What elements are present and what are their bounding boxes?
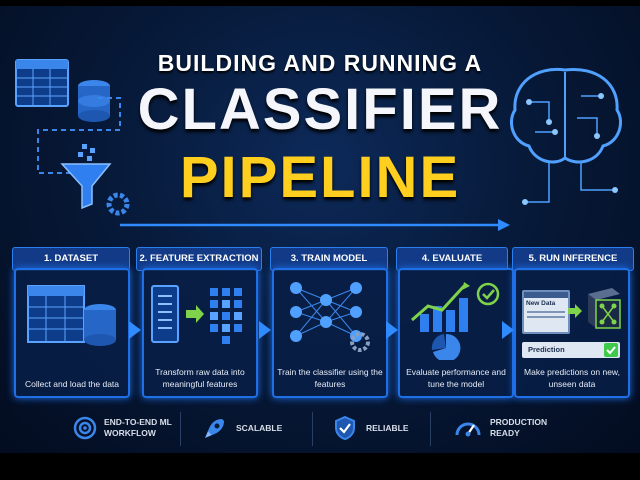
infographic: BUILDING AND RUNNING A CLASSIFIER PIPELI…: [0, 6, 640, 453]
gauge-icon: [455, 422, 481, 437]
feature-scalable-label: SCALABLE: [236, 422, 283, 433]
step-2-card: Transform raw data into meaningful featu…: [142, 268, 258, 398]
step-1-label: 1. DATASET: [12, 247, 130, 271]
flow-line: [37, 97, 510, 231]
step-4-label: 4. EVALUATE: [396, 247, 508, 271]
step-1-description: Collect and load the data: [24, 379, 120, 389]
feature-divider: [180, 412, 181, 446]
arrow-right-icon: [568, 304, 582, 318]
feature-end-to-end-label: END-TO-END ML WORKFLOW: [104, 417, 172, 438]
feature-production-ready: PRODUCTION READY: [454, 406, 550, 450]
flow-arrow-4: [502, 321, 514, 339]
evaluate-chart-icon: [411, 282, 500, 360]
feature-production-ready-label: PRODUCTION READY: [490, 417, 548, 438]
model-cube-icon: [588, 288, 621, 329]
rocket-icon: [205, 419, 224, 438]
title-line-3: PIPELINE: [179, 145, 461, 210]
dataset-icon: [27, 285, 116, 346]
step-5-description: Make predictions on new, unseen data: [524, 367, 620, 389]
new-data-window: New Data: [522, 290, 570, 334]
target-icon: [73, 416, 97, 440]
step-2-description: Transform raw data into meaningful featu…: [155, 367, 245, 389]
prediction-bar: Prediction: [522, 342, 620, 358]
funnel-gear-icon: [60, 144, 130, 216]
feature-reliable-label: RELIABLE: [366, 422, 409, 433]
feature-scalable: SCALABLE: [202, 406, 282, 450]
step-4-description: Evaluate performance and tune the model: [406, 367, 506, 389]
step-3-card: Train the classifier using the features: [272, 268, 388, 398]
step-3-description: Train the classifier using the features: [277, 367, 383, 389]
step-4-card: Evaluate performance and tune the model: [398, 268, 514, 398]
feature-divider: [430, 412, 431, 446]
step-1-card: Collect and load the data: [14, 268, 130, 398]
flow-arrow-1: [129, 321, 141, 339]
flow-arrow-3: [386, 321, 398, 339]
neural-network-icon: [290, 282, 370, 352]
title-line-2: CLASSIFIER: [137, 77, 503, 142]
prediction-label: Prediction: [528, 345, 565, 354]
new-data-label: New Data: [526, 300, 556, 307]
flow-arrow-2: [259, 321, 271, 339]
step-5-card: New Data Prediction Make predictions on …: [514, 268, 630, 398]
title-line-1: BUILDING AND RUNNING A: [157, 50, 483, 76]
brain-circuit-icon: [510, 67, 622, 205]
step-2-label: 2. FEATURE EXTRACTION: [136, 247, 262, 271]
check-icon: [604, 343, 618, 357]
step-5-label: 5. RUN INFERENCE: [512, 247, 634, 271]
shield-check-icon: [335, 415, 355, 441]
feature-extraction-icon: [151, 285, 242, 344]
feature-end-to-end: END-TO-END ML WORKFLOW: [72, 406, 184, 450]
feature-divider: [312, 412, 313, 446]
feature-reliable: RELIABLE: [332, 406, 409, 450]
